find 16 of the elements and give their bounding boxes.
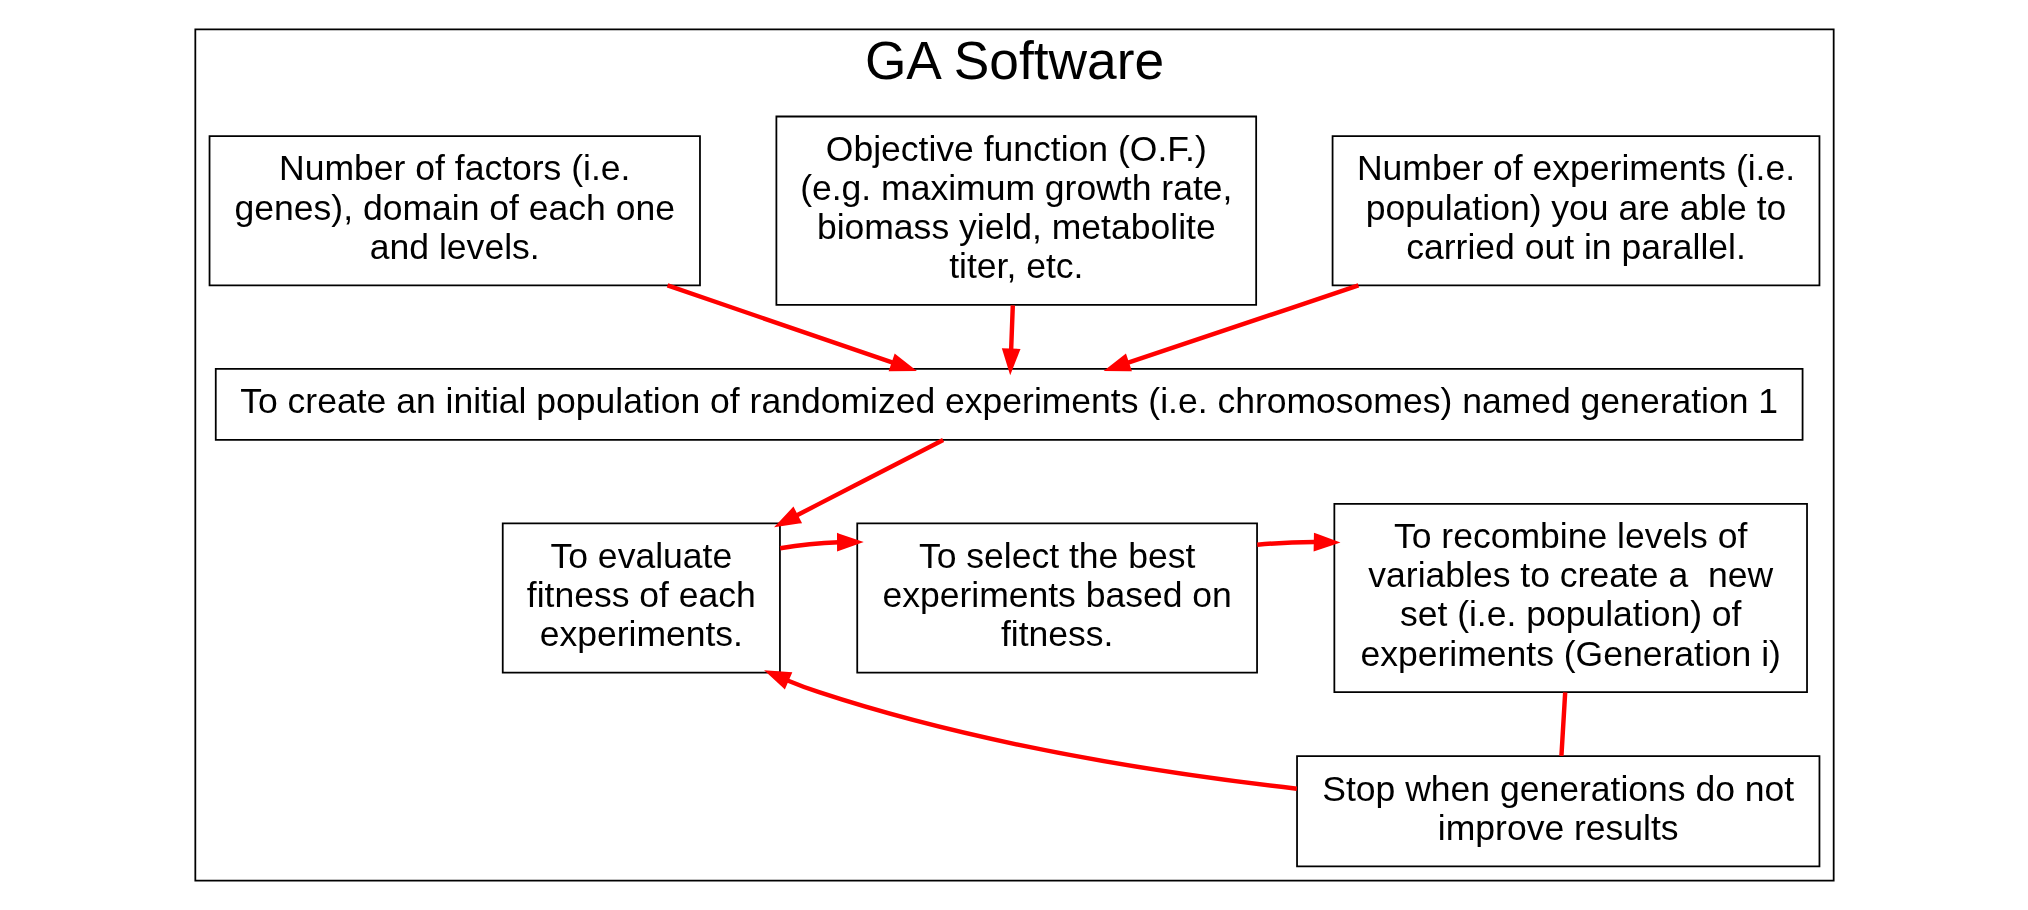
node-box: To select the best experiments based on fitness. <box>855 522 1258 674</box>
node-box: Number of experiments (i.e. population) you are able to carried out in parallel. <box>1331 135 1820 287</box>
connector <box>1558 692 1567 757</box>
arrow <box>1256 532 1340 552</box>
node-box: To create an initial population of randomized experiments (i.e. chromosomes) named generation 1 <box>214 367 1803 441</box>
node-box: Number of factors (i.e. genes), domain of each one and levels. <box>208 135 701 287</box>
arrow <box>1103 283 1359 372</box>
arrow <box>779 532 864 552</box>
node-box: To recombine levels of variables to create a new set (i.e. population) of experiments (Generation i) <box>1332 503 1808 694</box>
arrow <box>666 283 917 372</box>
arrow <box>773 438 944 528</box>
node-box: Objective function (O.F.) (e.g. maximum growth rate, biomass yield, metabolite titer, etc. <box>775 115 1257 306</box>
arrow <box>1001 305 1021 376</box>
arrow <box>763 670 1297 791</box>
node-box: To evaluate fitness of each experiments. <box>501 522 781 674</box>
node-box: Stop when generations do not improve results <box>1295 755 1820 868</box>
